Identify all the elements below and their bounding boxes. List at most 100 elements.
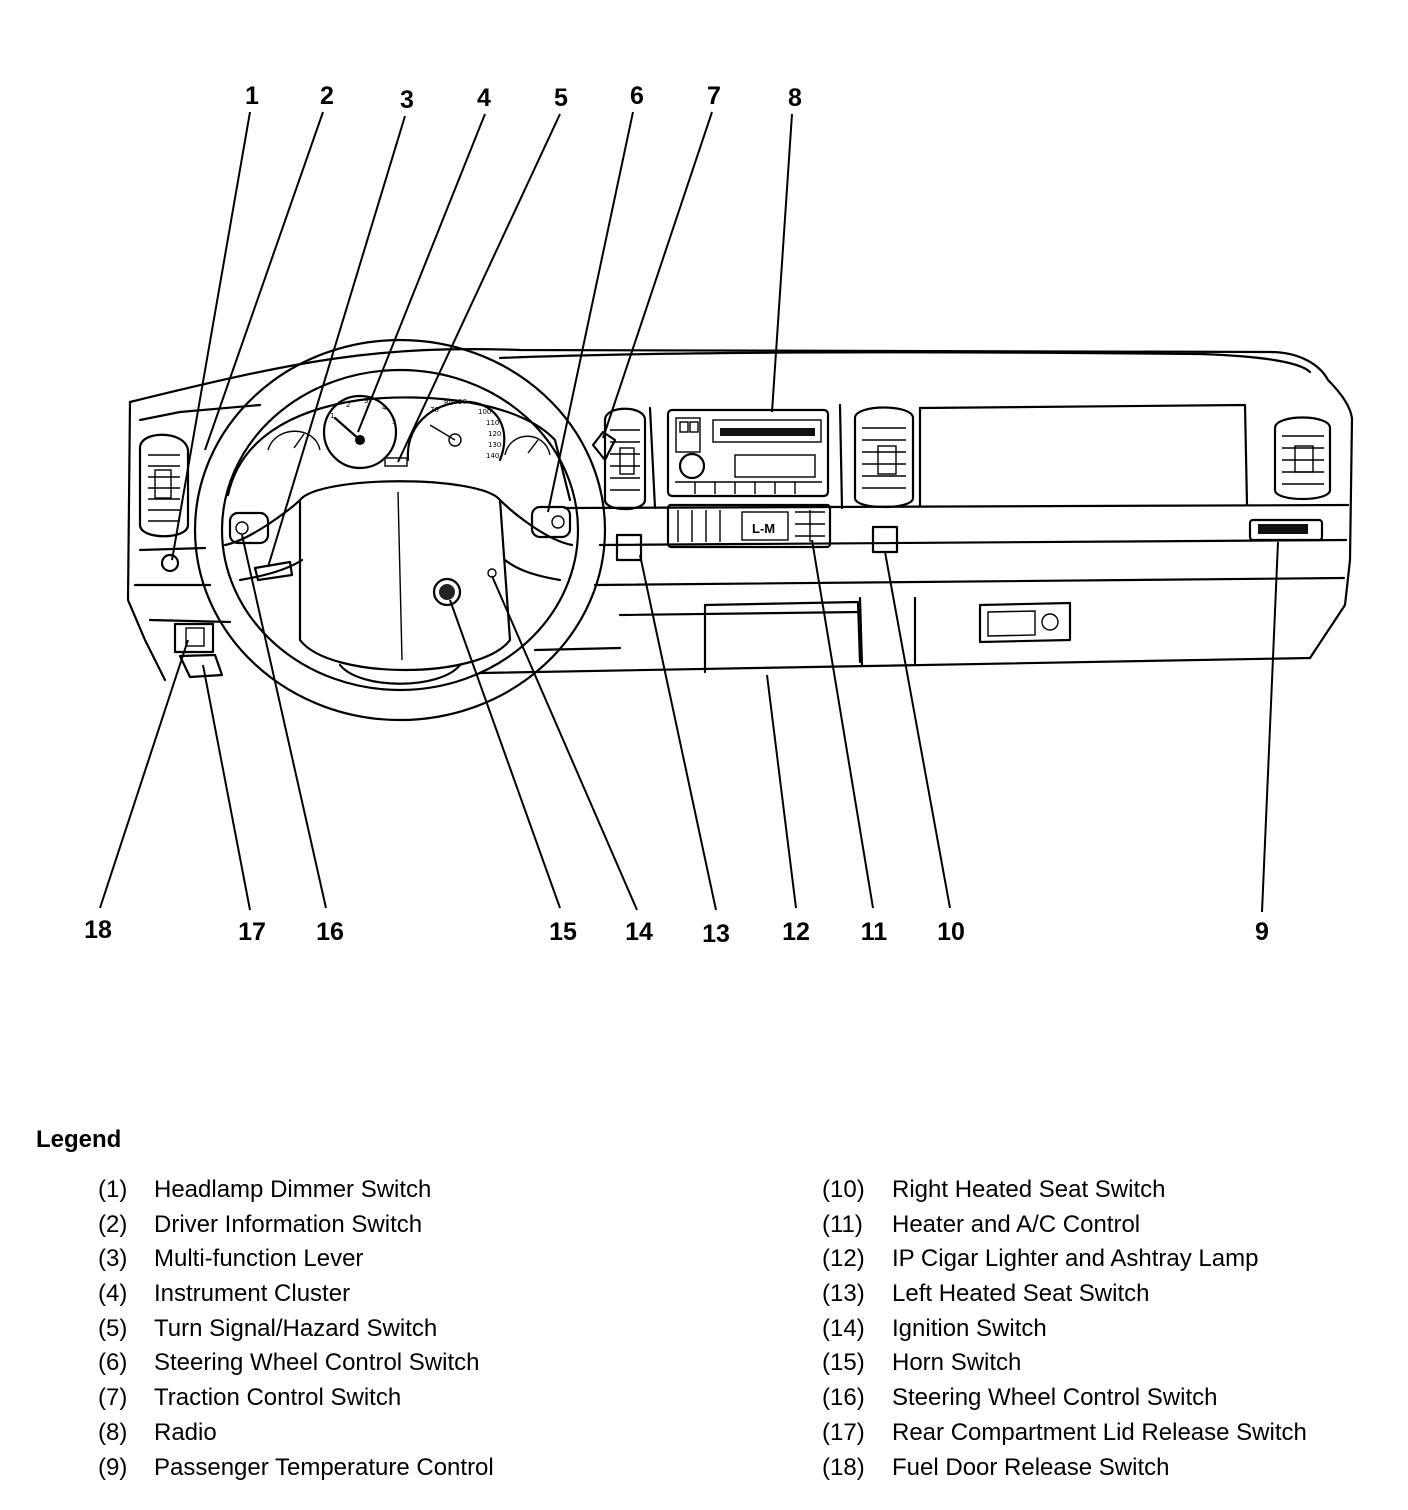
dashboard-diagram: 70 80 90 100 110 120 130 140 1 2 3 4 5 bbox=[84, 82, 1354, 948]
legend-item-label: Horn Switch bbox=[892, 1349, 1022, 1377]
callout-7: 7 bbox=[707, 82, 721, 110]
leader-14 bbox=[491, 575, 638, 911]
callout-12: 12 bbox=[782, 918, 810, 946]
callout-numbers: 1 2 3 4 5 6 7 8 9 10 11 12 13 14 15 16 1… bbox=[84, 82, 1269, 948]
legend-item-label: Steering Wheel Control Switch bbox=[892, 1384, 1218, 1412]
legend-item-number: (5) bbox=[98, 1314, 128, 1342]
legend-item: (8) Radio bbox=[98, 1419, 494, 1454]
legend-item-number: (1) bbox=[98, 1176, 128, 1203]
leader-9 bbox=[1261, 541, 1279, 913]
speedo-tick: 110 bbox=[486, 419, 499, 427]
callout-9: 9 bbox=[1255, 918, 1269, 946]
callout-5: 5 bbox=[554, 84, 568, 112]
callout-16: 16 bbox=[316, 918, 344, 946]
speedo-tick: 80 bbox=[444, 399, 453, 407]
legend-item-label: Driver Information Switch bbox=[154, 1210, 423, 1238]
center-left-vent bbox=[591, 407, 647, 511]
leader-17 bbox=[202, 664, 251, 911]
speedo-tick: 140 bbox=[486, 452, 499, 460]
speedo-tick: 120 bbox=[488, 430, 501, 438]
legend-item-label: Radio bbox=[154, 1418, 217, 1446]
legend-item: (1) Headlamp Dimmer Switch bbox=[98, 1176, 494, 1211]
lower-left-switches bbox=[173, 622, 224, 679]
instrument-cluster bbox=[226, 394, 572, 502]
legend-item-number: (12) bbox=[822, 1245, 865, 1273]
legend-item-label: Headlamp Dimmer Switch bbox=[154, 1176, 432, 1203]
right-air-vent bbox=[1273, 416, 1332, 500]
legend-item-number: (8) bbox=[98, 1418, 128, 1446]
legend-item-number: (2) bbox=[98, 1210, 128, 1238]
legend-item: (9) Passenger Temperature Control bbox=[98, 1454, 494, 1489]
legend-item-number: (11) bbox=[822, 1210, 863, 1238]
leader-16 bbox=[241, 534, 327, 909]
leader-7 bbox=[602, 111, 713, 439]
callout-2: 2 bbox=[320, 82, 334, 110]
leader-4 bbox=[357, 113, 486, 433]
callout-4: 4 bbox=[477, 84, 491, 112]
legend-item: (7) Traction Control Switch bbox=[98, 1384, 494, 1419]
callout-11: 11 bbox=[861, 918, 888, 946]
legend-item-label: Fuel Door Release Switch bbox=[892, 1453, 1170, 1481]
legend-item-number: (17) bbox=[822, 1418, 865, 1446]
legend-right-column: (10) Right Heated Seat Switch (11) Heater … bbox=[822, 1176, 1307, 1488]
callout-8: 8 bbox=[788, 84, 802, 112]
leader-15 bbox=[449, 599, 561, 909]
leader-12 bbox=[766, 674, 797, 909]
legend-item: (14)Ignition Switch bbox=[822, 1315, 1307, 1350]
callout-13: 13 bbox=[702, 920, 730, 948]
legend-item-label: Turn Signal/Hazard Switch bbox=[154, 1314, 438, 1342]
legend-item: (18) Fuel Door Release Switch bbox=[822, 1454, 1307, 1489]
legend-item: (11) Heater and A/C Control bbox=[822, 1211, 1307, 1246]
center-right-vent bbox=[853, 406, 915, 509]
legend-item-number: (9) bbox=[98, 1453, 128, 1481]
legend-item-number: (16) bbox=[822, 1384, 865, 1412]
legend-item-number: (6) bbox=[98, 1349, 128, 1377]
radio bbox=[666, 408, 830, 498]
speedo-tick: 70 bbox=[430, 406, 439, 414]
leader-11 bbox=[811, 539, 874, 909]
legend-item-label: Rear Compartment Lid Release Switch bbox=[892, 1418, 1307, 1446]
leader-8 bbox=[771, 113, 793, 413]
legend-title: Legend bbox=[36, 1126, 122, 1153]
dashboard-outline bbox=[126, 348, 1354, 682]
legend-item-label: Instrument Cluster bbox=[154, 1280, 351, 1308]
leader-10 bbox=[884, 551, 951, 909]
callout-18: 18 bbox=[84, 916, 112, 944]
leader-1 bbox=[171, 111, 251, 561]
callout-17: 17 bbox=[238, 918, 266, 946]
speedo-tick: 130 bbox=[488, 441, 501, 449]
legend-item-number: (18) bbox=[822, 1453, 865, 1481]
steering-wheel bbox=[193, 338, 607, 722]
climate-control: L-M bbox=[666, 503, 832, 549]
leader-3 bbox=[267, 115, 406, 568]
leader-lines bbox=[99, 111, 1279, 913]
legend-item: (17) Rear Compartment Lid Release Switch bbox=[822, 1419, 1307, 1454]
legend-item: (5) Turn Signal/Hazard Switch bbox=[98, 1315, 494, 1350]
tach-tick: 3 bbox=[364, 397, 368, 405]
speedo-tick: 100 bbox=[478, 408, 491, 416]
leader-18 bbox=[99, 639, 189, 909]
legend-item: (2) Driver Information Switch bbox=[98, 1211, 494, 1246]
callout-1: 1 bbox=[245, 82, 259, 110]
legend-item: (6) Steering Wheel Control Switch bbox=[98, 1349, 494, 1384]
callout-14: 14 bbox=[625, 918, 653, 946]
callout-10: 10 bbox=[937, 918, 965, 946]
legend-item-label: Right Heated Seat Switch bbox=[892, 1176, 1166, 1203]
passenger-temp-control bbox=[1248, 518, 1324, 542]
legend-item: (10) Right Heated Seat Switch bbox=[822, 1176, 1307, 1211]
callout-3: 3 bbox=[400, 86, 414, 114]
tach-tick: 2 bbox=[346, 401, 350, 409]
tach-tick: 4 bbox=[382, 404, 387, 412]
legend-item-label: Left Heated Seat Switch bbox=[892, 1280, 1150, 1308]
legend-item-label: Traction Control Switch bbox=[154, 1384, 402, 1412]
legend-item-label: Heater and A/C Control bbox=[892, 1210, 1141, 1238]
climate-display-text: L-M bbox=[752, 521, 775, 536]
legend-item-number: (7) bbox=[98, 1384, 128, 1412]
legend-item-number: (10) bbox=[822, 1176, 865, 1203]
callout-6: 6 bbox=[630, 82, 644, 110]
legend-left-column: (1) Headlamp Dimmer Switch (2) Driver Info… bbox=[98, 1176, 494, 1488]
legend-item-label: Steering Wheel Control Switch bbox=[154, 1349, 480, 1377]
leader-13 bbox=[639, 554, 717, 911]
legend-item-label: Passenger Temperature Control bbox=[154, 1453, 494, 1481]
legend-item-label: IP Cigar Lighter and Ashtray Lamp bbox=[892, 1245, 1259, 1273]
